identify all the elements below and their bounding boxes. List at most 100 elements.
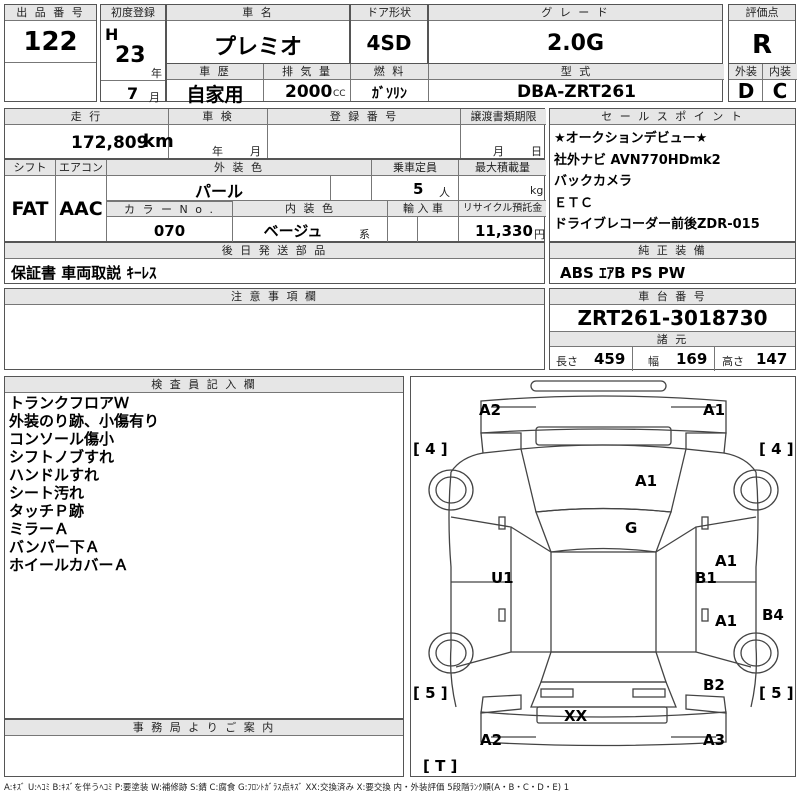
sales-point: バックカメラ bbox=[554, 174, 633, 189]
mark-tire-right-front: [ 4 ] bbox=[759, 440, 794, 458]
color-number: 070 bbox=[153, 222, 186, 240]
displacement: 2000 bbox=[285, 82, 333, 102]
score-box: 評価点 R bbox=[728, 4, 796, 64]
recycle-fee: 11,330 bbox=[475, 222, 533, 240]
specs-header: 諸 元 bbox=[550, 331, 795, 347]
vehicle-history: 自家用 bbox=[186, 84, 244, 106]
shift-type: FAT bbox=[11, 198, 49, 220]
mark-hood: A1 bbox=[635, 472, 658, 490]
chassis-box: 車 台 番 号 ZRT261-3018730 諸 元 長さ 459 幅 169 … bbox=[549, 288, 796, 371]
capacity-header: 乗車定員 bbox=[372, 160, 458, 176]
score: R bbox=[751, 30, 773, 60]
inspector-note: ハンドルすれ bbox=[9, 466, 100, 484]
inspector-notes-box: 検 査 員 記 入 欄 トランクフロアＷ 外装のり跡、小傷有り コンソール傷小 … bbox=[4, 376, 404, 719]
mark-spare-tire: [ T ] bbox=[423, 757, 458, 775]
lot-number-box: 出 品 番 号 122 bbox=[4, 4, 97, 102]
legend: A:ｷｽﾞ U:ﾍｺﾐ B:ｷｽﾞを伴うﾍｺﾐ P:要塗装 W:補修跡 S:錆 … bbox=[4, 783, 570, 793]
transfer-month-unit: 月 bbox=[493, 145, 504, 158]
sales-points-list: ★オークションデビュー★ 社外ナビ AVN770HDmk2 バックカメラ ＥＴＣ… bbox=[554, 128, 760, 236]
standard-equipment-header: 純 正 装 備 bbox=[550, 243, 795, 259]
standard-equipment-box: 純 正 装 備 ABS ｴｱB PS PW bbox=[549, 242, 796, 284]
damage-diagram-box: A2 A1 [ 4 ] [ 4 ] A1 G U1 B1 A1 A1 B4 [ … bbox=[410, 376, 796, 777]
grade-header: グ レ ー ド bbox=[429, 5, 722, 21]
era-letter: H bbox=[105, 25, 119, 44]
registration-no-header: 登 録 番 号 bbox=[268, 109, 460, 125]
mark-front-left: A2 bbox=[479, 401, 502, 419]
mark-trunk: XX bbox=[564, 707, 588, 725]
inspector-note: バンパー下Ａ bbox=[9, 538, 100, 556]
max-load-header: 最大積載量 bbox=[459, 160, 546, 176]
first-registration-header: 初度登録 bbox=[101, 5, 165, 21]
mark-rear-quarter: B2 bbox=[703, 676, 725, 694]
door-type-box: ドア形状 4SD bbox=[350, 4, 428, 64]
interior-color-suffix: 系 bbox=[359, 228, 370, 241]
first-registration-box: 初度登録 H 23 年 7 月 bbox=[100, 4, 166, 104]
mark-rear-right: A3 bbox=[703, 731, 726, 749]
mark-tire-left-front: [ 4 ] bbox=[413, 440, 448, 458]
inspector-notes-header: 検 査 員 記 入 欄 bbox=[5, 377, 403, 393]
shift-header: シフト bbox=[5, 160, 55, 176]
inspection-header: 車 検 bbox=[169, 109, 267, 125]
fuel-header: 燃 料 bbox=[351, 64, 428, 80]
interior-grade: C bbox=[772, 79, 788, 103]
shift-color-block: シフト エアコン 外 装 色 乗車定員 最大積載量 FAT AAC パール 5 … bbox=[4, 159, 546, 243]
inspector-notes-list: トランクフロアＷ 外装のり跡、小傷有り コンソール傷小 シフトノブすれ ハンドル… bbox=[9, 394, 159, 574]
capacity: 5 bbox=[413, 180, 424, 198]
fuel: ｶﾞｿﾘﾝ bbox=[372, 86, 407, 102]
mark-front-right: A1 bbox=[703, 401, 726, 419]
shipped-later-box: 後 日 発 送 部 品 保証書 車両取説 ｷｰﾚｽ bbox=[4, 242, 545, 284]
mark-tire-left-rear: [ 5 ] bbox=[413, 684, 448, 702]
inspector-note: 外装のり跡、小傷有り bbox=[9, 412, 160, 430]
registration-year: 23 bbox=[115, 43, 146, 68]
transfer-docs-header: 譲渡書類期限 bbox=[461, 109, 546, 125]
sales-points-header: セ ー ル ス ポ イ ン ト bbox=[550, 109, 795, 125]
aircon-header: エアコン bbox=[56, 160, 106, 176]
door-type: 4SD bbox=[366, 31, 412, 55]
mark-right-rear-fender: B4 bbox=[762, 606, 784, 624]
length: 459 bbox=[594, 350, 626, 368]
grade: 2.0G bbox=[546, 31, 605, 56]
mark-tire-right-rear: [ 5 ] bbox=[759, 684, 794, 702]
registration-month: 7 bbox=[127, 84, 139, 103]
transfer-day-unit: 日 bbox=[531, 145, 542, 158]
grade-box: グ レ ー ド 2.0G bbox=[428, 4, 723, 64]
mileage-row: 走 行 車 検 登 録 番 号 譲渡書類期限 172,809 km 年 月 月 … bbox=[4, 108, 546, 159]
lot-number: 122 bbox=[23, 27, 78, 57]
condition-grades-box: 外装 内装 D C bbox=[728, 63, 797, 103]
standard-equipment: ABS ｴｱB PS PW bbox=[560, 264, 686, 282]
car-name-header: 車 名 bbox=[167, 5, 349, 21]
inspection-year-unit: 年 bbox=[212, 145, 223, 158]
inspector-note: シフトノブすれ bbox=[9, 448, 115, 466]
inspector-note: ホイールカバーＡ bbox=[9, 556, 129, 574]
exterior-grade-header: 外装 bbox=[729, 64, 763, 80]
mark-windshield: G bbox=[625, 519, 638, 537]
mark-right-side: B1 bbox=[695, 569, 717, 587]
inspector-note: コンソール傷小 bbox=[9, 430, 115, 448]
capacity-unit: 人 bbox=[439, 186, 450, 199]
aircon-type: AAC bbox=[59, 198, 103, 220]
mileage-header: 走 行 bbox=[5, 109, 168, 125]
sales-point: ★オークションデビュー★ bbox=[554, 131, 708, 146]
displacement-header: 排 気 量 bbox=[264, 64, 350, 80]
year-unit: 年 bbox=[151, 67, 162, 80]
inspector-note: トランクフロアＷ bbox=[9, 394, 130, 412]
score-header: 評価点 bbox=[729, 5, 795, 21]
mark-rear-left: A2 bbox=[480, 731, 503, 749]
office-notice-box: 事 務 局 よ り ご 案 内 bbox=[4, 719, 404, 777]
displacement-unit: CC bbox=[333, 89, 346, 99]
mileage: 172,809 bbox=[71, 133, 149, 153]
width-label: 幅 bbox=[648, 355, 659, 368]
max-load-unit: kg bbox=[530, 184, 544, 197]
recycle-unit: 円 bbox=[534, 228, 545, 241]
notes-box: 注 意 事 項 欄 bbox=[4, 288, 545, 370]
color-no-header: カ ラ ー N o . bbox=[107, 201, 232, 217]
shipped-later-header: 後 日 発 送 部 品 bbox=[5, 243, 544, 259]
sales-point: ドライブレコーダー前後ZDR-015 bbox=[554, 217, 760, 232]
door-type-header: ドア形状 bbox=[351, 5, 427, 21]
car-name-box: 車 名 プレミオ bbox=[166, 4, 350, 64]
interior-grade-header: 内装 bbox=[763, 64, 797, 80]
chassis-number: ZRT261-3018730 bbox=[577, 306, 768, 330]
sales-point: 社外ナビ AVN770HDmk2 bbox=[554, 152, 721, 168]
inspection-month-unit: 月 bbox=[250, 145, 261, 158]
inspector-note: タッチＰ跡 bbox=[9, 502, 85, 520]
